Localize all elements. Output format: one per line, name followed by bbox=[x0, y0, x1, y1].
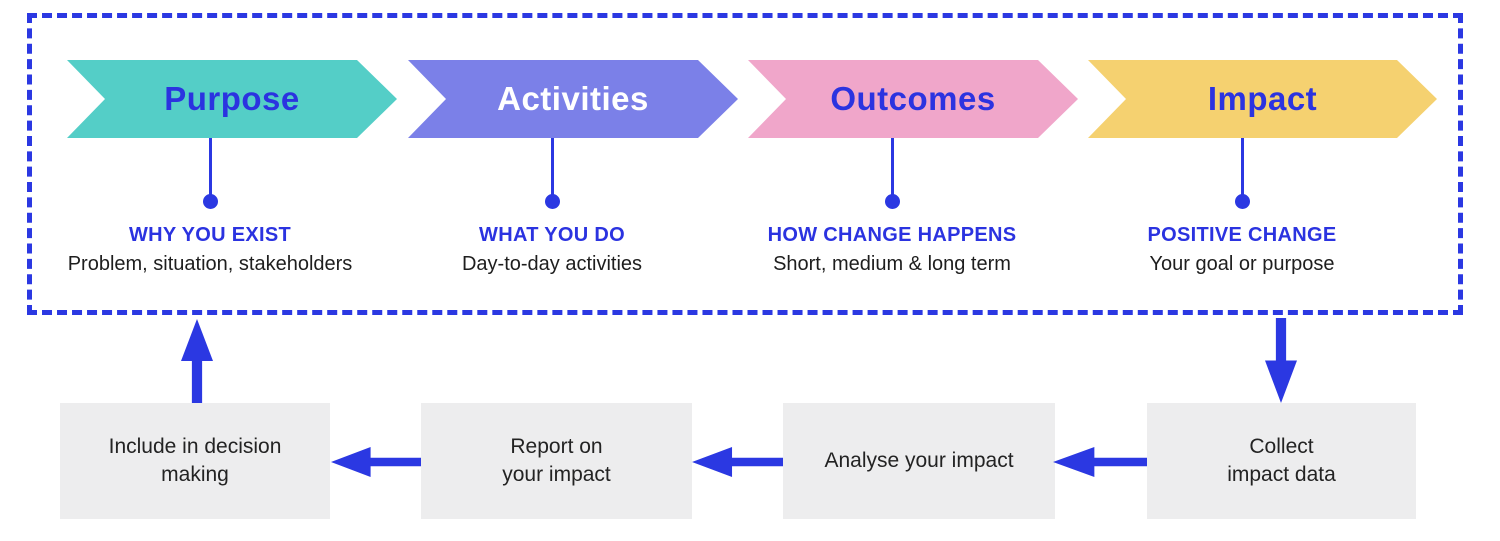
connector-line-outcomes bbox=[891, 138, 894, 196]
arrow-left-icon-analyse-to-report bbox=[692, 447, 783, 477]
stage-description: Problem, situation, stakeholders bbox=[67, 253, 353, 275]
stage-title-activities: Activities bbox=[497, 80, 649, 117]
step-label: Report on your impact bbox=[502, 434, 611, 486]
arrow-down-icon bbox=[1265, 318, 1297, 403]
step-box-collect-impact-data: Collect impact data bbox=[1147, 403, 1416, 519]
stage-label-purpose: WHY YOU EXIST Problem, situation, stakeh… bbox=[10, 224, 410, 276]
step-label: Include in decision making bbox=[108, 434, 282, 486]
step-box-report-on-your-impact: Report on your impact bbox=[421, 403, 692, 519]
connector-dot-outcomes bbox=[885, 194, 900, 209]
stage-heading: WHAT YOU DO bbox=[479, 224, 625, 246]
stage-arrow-outcomes: Outcomes bbox=[748, 60, 1078, 138]
stage-title-outcomes: Outcomes bbox=[830, 80, 996, 117]
step-label: Collect impact data bbox=[1227, 434, 1336, 486]
stage-description: Short, medium & long term bbox=[773, 253, 1011, 275]
stage-heading: WHY YOU EXIST bbox=[128, 224, 292, 246]
stage-label-outcomes: HOW CHANGE HAPPENS Short, medium & long … bbox=[692, 224, 1092, 276]
arrow-left-icon-collect-to-analyse bbox=[1053, 447, 1147, 477]
step-box-include-in-decision-making: Include in decision making bbox=[60, 403, 330, 519]
connector-dot-purpose bbox=[203, 194, 218, 209]
connector-line-purpose bbox=[209, 138, 212, 196]
connector-dot-activities bbox=[545, 194, 560, 209]
stage-title-purpose: Purpose bbox=[164, 80, 300, 117]
stage-arrow-activities: Activities bbox=[408, 60, 738, 138]
stage-title-impact: Impact bbox=[1207, 80, 1318, 117]
theory-of-change-panel bbox=[27, 13, 1463, 315]
stage-heading: HOW CHANGE HAPPENS bbox=[767, 224, 1017, 246]
stage-description: Day-to-day activities bbox=[461, 253, 643, 275]
stage-arrow-purpose: Purpose bbox=[67, 60, 397, 138]
step-box-analyse-your-impact: Analyse your impact bbox=[783, 403, 1055, 519]
step-label: Analyse your impact bbox=[824, 448, 1014, 472]
connector-dot-impact bbox=[1235, 194, 1250, 209]
arrow-left-icon-report-to-include bbox=[331, 447, 421, 477]
connector-line-impact bbox=[1241, 138, 1244, 196]
stage-label-impact: POSITIVE CHANGE Your goal or purpose bbox=[1042, 224, 1442, 276]
connector-line-activities bbox=[551, 138, 554, 196]
stage-label-activities: WHAT YOU DO Day-to-day activities bbox=[352, 224, 752, 276]
stage-description: Your goal or purpose bbox=[1149, 253, 1335, 275]
stage-arrow-impact: Impact bbox=[1088, 60, 1437, 138]
stage-heading: POSITIVE CHANGE bbox=[1147, 224, 1337, 246]
arrow-up-icon bbox=[181, 319, 213, 403]
